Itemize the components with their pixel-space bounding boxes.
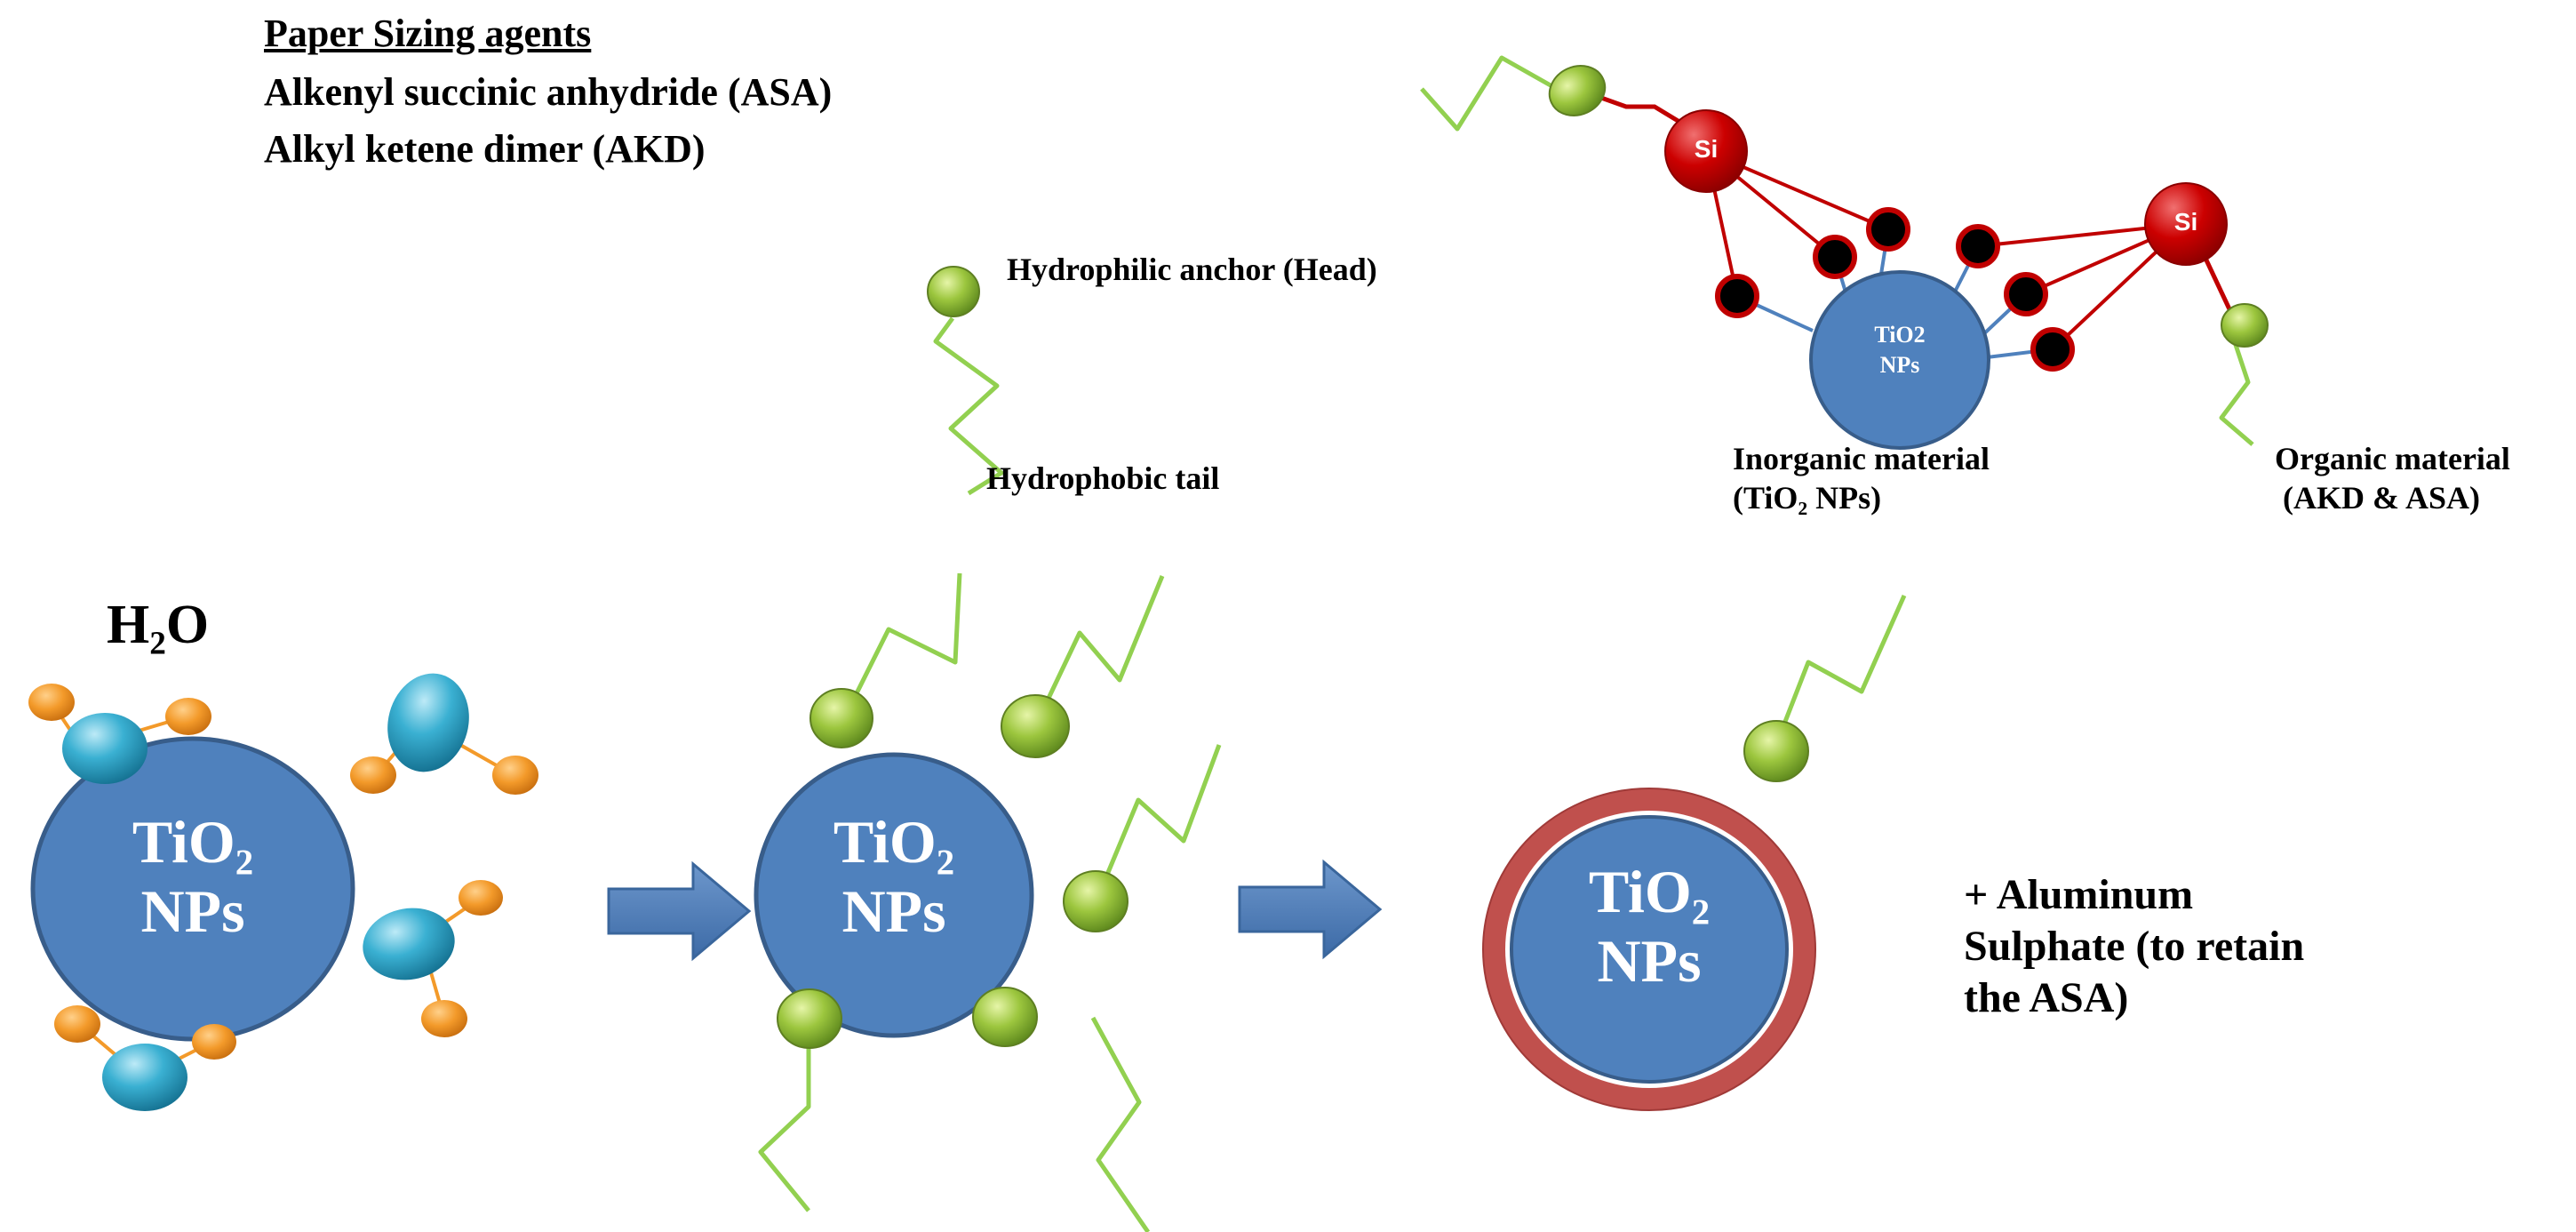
- inorganic-label-line2: (TiO₂ NPs): [1733, 480, 1882, 516]
- silicon-label-left: Si: [1694, 135, 1719, 163]
- tio2-particle-2: [754, 752, 1034, 1038]
- organic-link-left: [1588, 91, 1686, 127]
- organic-tail-left: [1420, 55, 1559, 132]
- aluminum-sulphate-note: + Aluminum Sulphate (to retain the ASA): [1964, 869, 2304, 1024]
- particle-label-2: TiO₂ NPs: [787, 807, 1001, 946]
- surfactant-legend: [927, 266, 1004, 496]
- particle-label-3-line1: TiO₂: [1588, 858, 1711, 925]
- inorganic-label-line1: Inorganic material: [1733, 441, 1990, 476]
- process-arrow-2: [1238, 859, 1383, 960]
- hydrophobic-tail-line: [933, 316, 1004, 496]
- hydroxyl-sites: [1715, 207, 2075, 372]
- silicon-label-right: Si: [2173, 208, 2198, 236]
- silicon-atom-left: [1664, 109, 1748, 193]
- water-molecule-2: [350, 673, 538, 795]
- water-label: H₂O: [107, 595, 210, 655]
- particle-label-1-line1: TiO₂: [132, 808, 254, 876]
- inorganic-label: Inorganic material (TiO₂ NPs): [1733, 439, 1990, 517]
- stage-water: [28, 673, 538, 1111]
- asa-line: Alkenyl succinic anhydride (ASA): [264, 70, 833, 114]
- hydroxyl-site-1: [1715, 274, 1759, 318]
- hydroxyl-site-6: [2030, 327, 2075, 372]
- stage-shell: [1482, 594, 1907, 1111]
- water-molecule-3: [363, 880, 503, 1037]
- organic-head-left: [1548, 65, 1607, 116]
- note-line1: + Aluminum: [1964, 871, 2194, 918]
- particle-label-3-line2: NPs: [1597, 927, 1702, 996]
- hydrophilic-head-icon: [927, 266, 980, 317]
- particle-label-2-line1: TiO₂: [833, 808, 955, 876]
- organic-tail-right: [2219, 341, 2254, 446]
- hydroxyl-site-5: [2004, 272, 2048, 316]
- core-label-line1: TiO2: [1874, 322, 1926, 348]
- hydroxyl-site-2: [1813, 235, 1857, 279]
- hydrophobic-tail-label: Hydrophobic tail: [986, 460, 1220, 496]
- core-label: TiO2 NPs: [1855, 320, 1944, 380]
- tio2-core-small: [1809, 270, 1990, 450]
- water-molecule-4: [54, 1005, 236, 1111]
- stage-coated: [754, 572, 1222, 1232]
- hydrophilic-head-label: Hydrophilic anchor (Head): [1007, 252, 1377, 287]
- water-molecule-1: [28, 684, 211, 784]
- particle-label-2-line2: NPs: [841, 877, 946, 946]
- sizing-agents-title: Paper Sizing agents: [264, 12, 592, 55]
- particle-label-1-line2: NPs: [140, 877, 245, 946]
- coupling-diagram: [1420, 55, 2269, 450]
- hydroxyl-site-3: [1866, 207, 1910, 252]
- hydroxyl-site-4: [1956, 224, 2000, 268]
- note-line2: Sulphate (to retain: [1964, 923, 2305, 970]
- organic-link-right: [2199, 249, 2233, 313]
- organic-label-line1: Organic material: [2275, 441, 2510, 476]
- particle-label-3: TiO₂ NPs: [1543, 857, 1756, 996]
- particle-label-1: TiO₂ NPs: [86, 807, 299, 946]
- tio2-particle-3: [1510, 815, 1789, 1084]
- note-line3: the ASA): [1964, 974, 2129, 1021]
- organic-label: Organic material (AKD & ASA): [2275, 439, 2510, 517]
- akd-line: Alkyl ketene dimer (AKD): [264, 127, 706, 171]
- organic-label-line2: (AKD & ASA): [2275, 480, 2480, 516]
- organic-head-right: [2221, 303, 2269, 348]
- process-arrow-1: [607, 860, 752, 962]
- core-label-line2: NPs: [1879, 352, 1920, 378]
- silicon-atom-right: [2144, 182, 2228, 266]
